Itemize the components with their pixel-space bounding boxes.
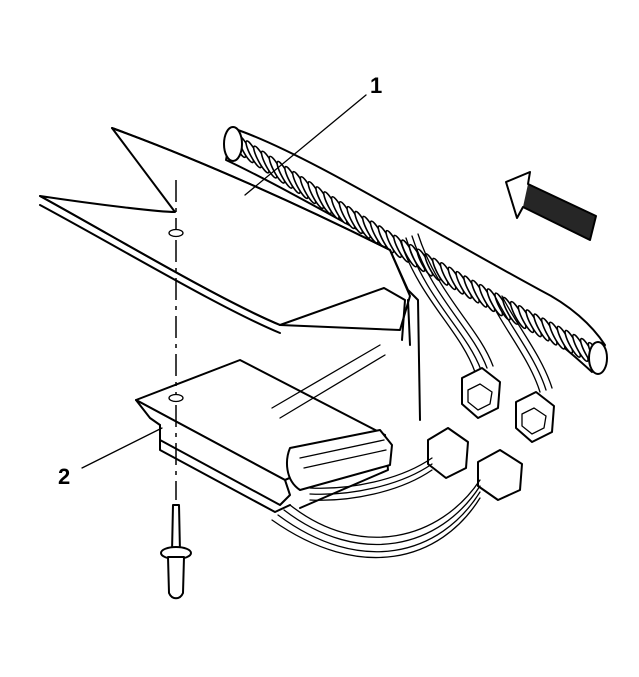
connector-d <box>477 449 523 501</box>
wire-bundle-upper <box>399 233 553 393</box>
mounting-rail <box>39 127 421 421</box>
conduit-end-right <box>588 341 608 375</box>
conduit-end-left <box>223 126 243 162</box>
connector-b <box>515 391 555 443</box>
leader-line-1 <box>244 94 367 196</box>
connector-c <box>427 427 469 479</box>
callout-label-2: 2 <box>58 464 70 489</box>
wire-bundle-lower <box>271 457 481 559</box>
module-bracket <box>135 344 393 513</box>
rivet-icon <box>160 504 192 600</box>
callout-label-1: 1 <box>370 73 382 98</box>
connector-a <box>461 367 501 419</box>
arrow-left-up-icon <box>505 171 597 241</box>
leader-line-2 <box>81 427 163 469</box>
